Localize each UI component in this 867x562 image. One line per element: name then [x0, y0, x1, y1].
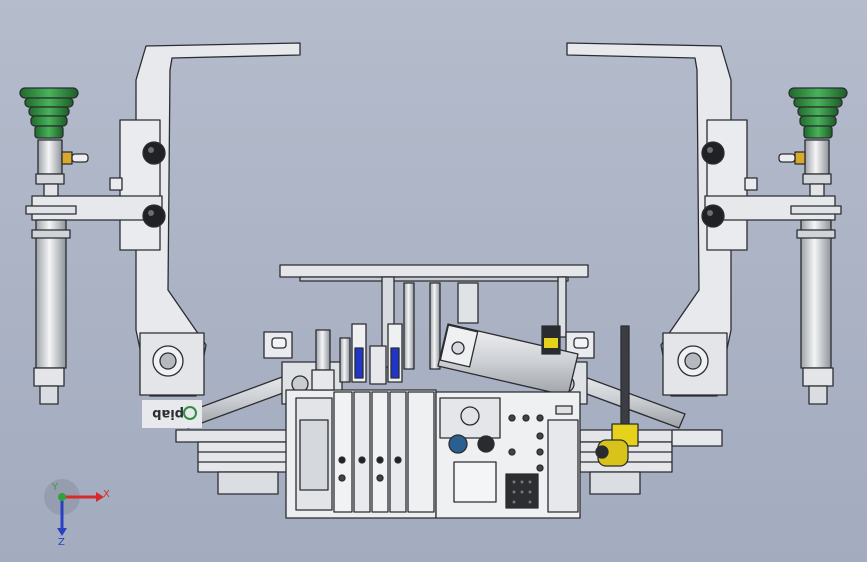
blue-valve-indicator-2 [387, 323, 403, 383]
brand-text: piab [152, 406, 184, 421]
air-hose-rod[interactable] [620, 325, 630, 439]
left-clamp-bolt-upper [142, 141, 166, 165]
valve-fitting-3[interactable] [369, 345, 387, 385]
left-guide-cylinder[interactable] [35, 219, 67, 369]
brand-logo: piab [142, 400, 202, 428]
valve-fitting-2[interactable] [339, 337, 351, 383]
right-cup-holder [804, 139, 830, 175]
left-clamp-bolt-lower [142, 204, 166, 228]
valve-fitting-1[interactable] [311, 329, 335, 391]
left-mini-fitting[interactable] [271, 337, 287, 349]
right-guide-cylinder[interactable] [800, 219, 832, 369]
lower-rail-left [175, 429, 301, 495]
right-air-fitting[interactable] [778, 151, 806, 165]
status-led [448, 434, 468, 454]
yellow-swivel-fitting[interactable] [595, 423, 639, 467]
y-axis-dot [58, 493, 66, 501]
axis-triad: X Y Z [44, 479, 110, 548]
left-air-fitting[interactable] [61, 151, 89, 165]
top-mounting-plate[interactable] [279, 264, 589, 282]
x-axis-label: X [103, 489, 110, 500]
rotary-switch [477, 435, 495, 453]
blue-valve-indicator-1 [351, 323, 367, 383]
left-nut [35, 173, 65, 185]
z-axis-label: Z [58, 537, 65, 548]
right-mini-fitting[interactable] [573, 337, 589, 349]
right-suction-cup[interactable] [788, 87, 848, 139]
valve-manifold[interactable] [285, 389, 437, 519]
right-clamp-bolt-lower [701, 204, 725, 228]
controller-box[interactable] [435, 391, 581, 519]
y-axis-label: Y [51, 482, 59, 493]
left-c-frame[interactable] [25, 42, 301, 397]
right-nut [802, 173, 832, 185]
left-suction-cup[interactable] [19, 87, 79, 139]
left-cup-holder [37, 139, 63, 175]
right-clamp-bolt-upper [701, 141, 725, 165]
